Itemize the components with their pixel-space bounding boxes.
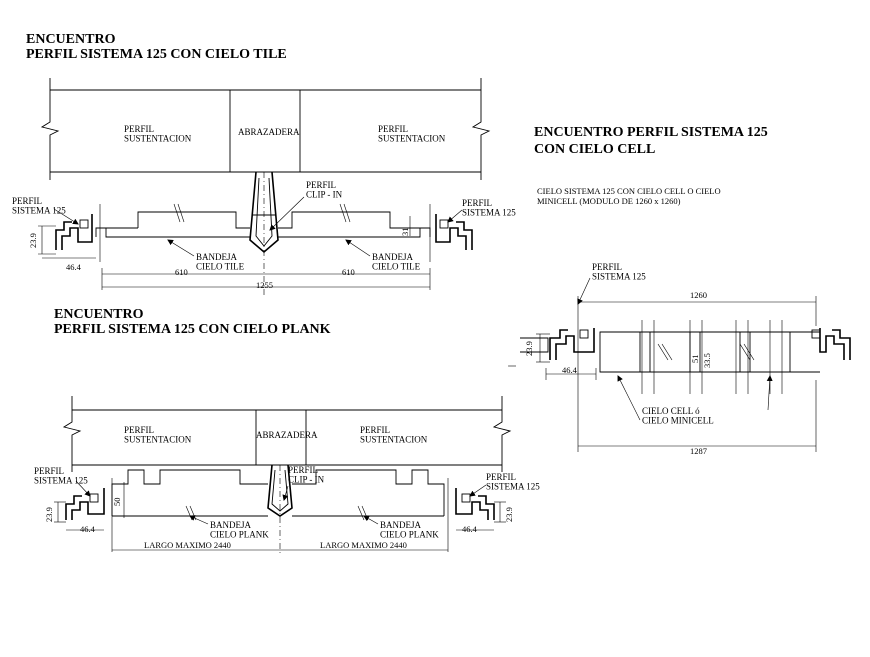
- diagram-cell: ENCUENTRO PERFIL SISTEMA 125 CON CIELO C…: [508, 125, 851, 456]
- cell-dim-23-9: 23.9: [524, 341, 534, 356]
- plank-abrazadera-label: ABRAZADERA: [256, 430, 318, 440]
- tile-support-beam: [40, 78, 491, 180]
- tile-dimensions: [38, 216, 431, 290]
- plank-edge-profile-left: [65, 478, 113, 552]
- tile-dim-46-4: 46.4: [66, 262, 82, 272]
- diagram-tile: ENCUENTRO PERFIL SISTEMA 125 CON CIELO T…: [12, 32, 516, 295]
- plank-dim-46-4-right: 46.4: [462, 524, 478, 534]
- cell-panels: [520, 320, 851, 394]
- tile-abrazadera-block: [229, 89, 301, 173]
- cell-dim-1260: 1260: [690, 290, 707, 300]
- cell-dim-33-5: 33.5: [702, 353, 712, 368]
- plank-largo-right: LARGO MAXIMO 2440: [320, 540, 407, 550]
- tile-edge-profile-right: [429, 204, 473, 262]
- plank-dim-46-4-left: 46.4: [80, 524, 96, 534]
- cell-dim-51: 51: [690, 355, 700, 364]
- plank-title-line2: PERFIL SISTEMA 125 CON CIELO PLANK: [54, 322, 331, 337]
- tile-title-line1: ENCUENTRO: [26, 32, 116, 47]
- cell-title-line1: ENCUENTRO PERFIL SISTEMA 125: [534, 125, 768, 140]
- cell-dim-1287: 1287: [690, 446, 707, 456]
- cell-note-line2: MINICELL (MODULO DE 1260 x 1260): [537, 196, 681, 206]
- tile-abrazadera-label: ABRAZADERA: [238, 127, 300, 137]
- plank-tray-left: [111, 469, 268, 521]
- cell-dim-46-4: 46.4: [562, 365, 578, 375]
- plank-largo-left: LARGO MAXIMO 2440: [144, 540, 231, 550]
- tile-clip-in: [249, 171, 279, 295]
- tile-title-line2: PERFIL SISTEMA 125 CON CIELO TILE: [26, 47, 287, 62]
- plank-clip-in: [267, 464, 293, 556]
- plank-title-line1: ENCUENTRO: [54, 307, 144, 322]
- diagram-plank: ENCUENTRO PERFIL SISTEMA 125 CON CIELO P…: [34, 307, 540, 556]
- plank-dimensions: [54, 482, 506, 551]
- tile-dim-610-right: 610: [342, 267, 355, 277]
- plank-dim-23-9-right: 23.9: [504, 507, 514, 522]
- plank-abrazadera-block: [255, 409, 307, 466]
- plank-edge-profile-right: [447, 478, 495, 552]
- tile-tray-left: [95, 203, 250, 238]
- tile-dim-31: 31: [400, 228, 410, 237]
- tile-dim-610-left: 610: [175, 267, 188, 277]
- cell-title-line2: CON CIELO CELL: [534, 142, 655, 157]
- tile-edge-profile-left: [55, 204, 101, 262]
- plank-dim-23-9-left: 23.9: [44, 507, 54, 522]
- plank-support-beam: [62, 396, 512, 472]
- plank-dim-50: 50: [112, 498, 122, 507]
- tile-dim-23-9: 23.9: [28, 233, 38, 248]
- cell-note-line1: CIELO SISTEMA 125 CON CIELO CELL O CIELO: [537, 186, 721, 196]
- tile-dim-1255: 1255: [256, 280, 273, 290]
